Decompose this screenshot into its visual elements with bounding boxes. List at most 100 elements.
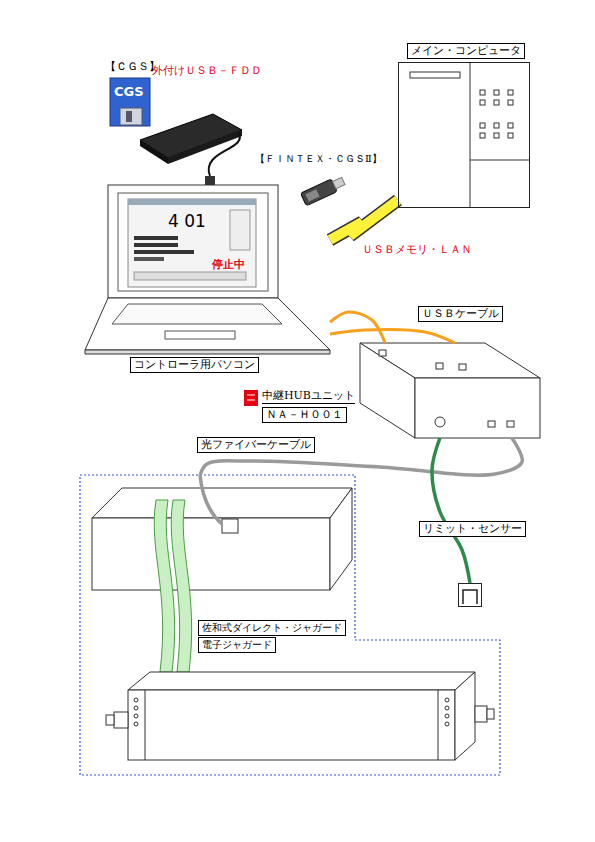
harness-bands	[154, 500, 191, 672]
connector-label: ＵＳＢメモリ・ＬＡＮ	[362, 243, 472, 257]
electronic-jacquard-body	[455, 672, 475, 760]
laptop	[128, 199, 256, 287]
hub-icon	[244, 390, 258, 406]
node-text: 佐和式ダイレクト・ジャガード	[198, 620, 346, 636]
connector-label: 光ファイバーケーブル	[197, 437, 315, 453]
harness-bands	[171, 500, 191, 672]
product-name: 【ＦＩＮＴＥＸ・ＣＧＳⅡ】	[255, 152, 382, 166]
usb-memory	[300, 179, 337, 206]
jacquard-region	[80, 475, 500, 775]
laptop	[108, 185, 278, 298]
floppy-icon	[126, 111, 132, 122]
laptop	[230, 210, 250, 250]
main-computer-body	[410, 62, 530, 208]
laptop	[128, 199, 256, 205]
main-computer-body	[508, 123, 513, 128]
laptop	[85, 185, 330, 354]
main-computer-body	[494, 90, 499, 95]
main-computer-body	[494, 123, 499, 128]
hub-unit	[360, 343, 540, 378]
main-computer-body	[508, 100, 513, 105]
node-text: メイン・コンピュータ	[407, 43, 525, 59]
electronic-jacquard-body	[487, 709, 494, 719]
node-text: 【ＣＧＳ】	[105, 60, 160, 74]
cable-line	[330, 200, 398, 240]
cable-line	[330, 329, 455, 343]
hub-icon	[244, 390, 258, 406]
electronic-jacquard-body	[445, 706, 449, 710]
hub-unit	[435, 417, 445, 427]
electronic-jacquard-body	[134, 698, 138, 702]
laptop	[85, 298, 330, 350]
electronic-jacquard-body	[134, 722, 138, 726]
main-computer-body	[480, 90, 485, 95]
usb-memory	[300, 175, 346, 206]
electronic-jacquard-body	[106, 715, 114, 725]
hub-unit: 中継HUBユニットＮＡ－Ｈ００１	[360, 343, 540, 438]
node-text: 外付けＵＳＢ－ＦＤＤ	[152, 64, 262, 78]
main-computer-body	[508, 90, 513, 95]
electronic-jacquard-body	[445, 714, 449, 718]
main-computer-body	[410, 72, 460, 78]
screen-counter: 4 01	[168, 211, 206, 231]
jacquard-head	[222, 519, 238, 533]
hub-unit	[379, 350, 386, 356]
hub-unit	[415, 378, 540, 438]
usb-fdd-drive	[209, 132, 240, 176]
electronic-jacquard-body	[106, 672, 494, 760]
floppy-icon	[110, 78, 150, 126]
node-text: リミット・センサー	[419, 521, 526, 537]
laptop	[134, 243, 178, 247]
electronic-jacquard-body	[438, 690, 439, 760]
node-text: コントローラ用パソコン	[130, 357, 259, 373]
electronic-jacquard-body	[445, 698, 449, 702]
usb-fdd-drive	[140, 140, 168, 164]
main-computer: メイン・コンピュータ	[398, 62, 530, 208]
node-text: 中継HUBユニット	[262, 389, 355, 404]
cable-line	[330, 200, 398, 240]
main-computer-body	[494, 100, 499, 105]
cable-connector	[330, 200, 398, 240]
jacquard-head	[92, 488, 352, 590]
laptop	[134, 272, 246, 280]
jacquard-region	[80, 475, 500, 775]
hub-unit	[436, 363, 443, 369]
fiber-cable-inner	[200, 475, 222, 524]
main-computer-body	[470, 160, 530, 161]
laptop	[134, 250, 194, 254]
hub-unit	[488, 421, 495, 427]
electronic-jacquard-body	[128, 690, 455, 760]
node-text: ＮＡ－Ｈ００１	[262, 407, 347, 423]
fdd-group: 【ＣＧＳ】外付けＵＳＢ－ＦＤＤ	[105, 60, 290, 190]
hub-unit	[507, 421, 514, 427]
node-text: 電子ジャガード	[198, 637, 276, 653]
usb-fdd-drive	[168, 130, 242, 164]
fiber-cable-inner	[200, 475, 222, 524]
icon-text: CGS	[114, 85, 144, 99]
usb-memory	[333, 177, 345, 188]
laptop	[134, 257, 164, 261]
laptop	[165, 331, 235, 339]
cable-line	[330, 312, 385, 343]
electronic-jacquard-body	[134, 714, 138, 718]
hub-unit	[360, 343, 415, 438]
jacquard-head	[330, 488, 352, 590]
hub-unit	[459, 364, 466, 370]
electronic-jacquard-body	[145, 690, 146, 760]
usb-fdd-drive	[205, 176, 215, 188]
laptop	[85, 350, 330, 354]
electronic-jacquard-body	[475, 706, 487, 722]
floppy-icon	[120, 108, 142, 125]
usb-memory	[305, 189, 319, 201]
hub-icon	[247, 395, 255, 396]
harness-bands	[154, 500, 174, 672]
laptop	[118, 193, 268, 291]
electronic-jacquard-body	[128, 672, 475, 690]
main-computer-body	[508, 133, 513, 138]
sensor-plug	[463, 590, 477, 604]
electronic-jacquard-body	[134, 706, 138, 710]
screen-status: 停止中	[212, 258, 245, 272]
main-computer-body	[480, 100, 485, 105]
floppy-icon	[110, 78, 150, 126]
electronic-jacquard-body	[114, 712, 128, 728]
